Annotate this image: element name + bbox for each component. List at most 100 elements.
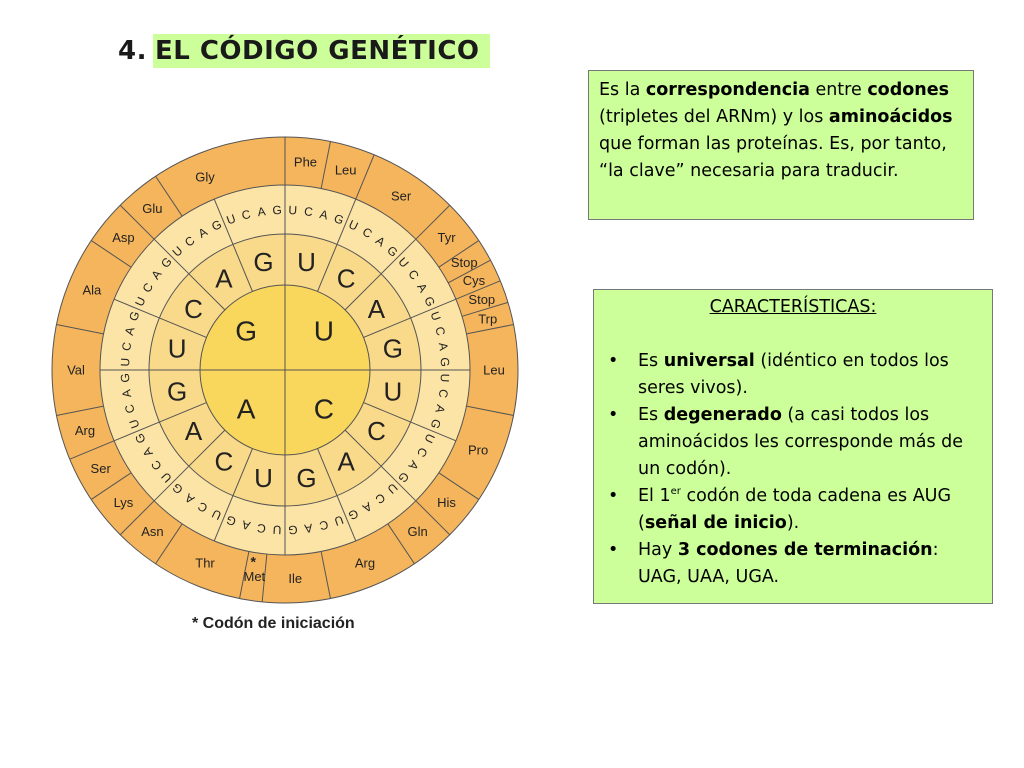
title-text: EL CÓDIGO GENÉTICO (152, 34, 490, 68)
wheel-amino-divider (69, 440, 115, 460)
second-base-letter: U (168, 334, 187, 364)
wheel-amino-divider (387, 523, 415, 565)
second-base-letter: U (383, 376, 402, 406)
wheel-second-base-divider (317, 448, 338, 496)
wheel-second-base-divider (317, 244, 338, 292)
amino-acid-label: Phe (294, 155, 317, 170)
wheel-third-base-divider (213, 495, 234, 542)
second-base-letter: C (184, 294, 203, 324)
wheel-amino-divider (119, 500, 155, 536)
start-codon-footnote: * Codón de iniciación (192, 615, 355, 632)
second-base-letter: A (185, 416, 203, 446)
wheel-amino-divider (461, 301, 509, 317)
third-base-letter: C (240, 207, 252, 223)
definition-bold-3: aminoácidos (828, 107, 953, 127)
third-base-letter: A (432, 403, 448, 414)
wheel-amino-divider (90, 240, 132, 268)
wheel-amino-divider (438, 472, 480, 500)
amino-acid-label: Arg (75, 423, 95, 438)
definition-bold-2: codones (867, 80, 950, 100)
third-base-letter: C (303, 204, 314, 219)
wheel-second-base-divider (344, 273, 382, 311)
wheel-third-base-divider (380, 465, 417, 502)
list-item: Es degenerado (a casi todos los aminoáci… (608, 402, 984, 483)
third-base-letter: A (122, 326, 138, 337)
amino-acid-label: Val (67, 363, 85, 378)
wheel-second-base-divider (344, 429, 382, 467)
amino-acid-label: Ser (91, 461, 112, 476)
wheel-amino-divider (320, 551, 331, 599)
wheel-amino-divider (438, 240, 480, 268)
characteristics-heading-text: CARACTERÍSTICAS (709, 297, 871, 317)
wheel-second-base-divider (232, 244, 253, 292)
amino-acid-label: Ala (83, 283, 103, 298)
amino-acid-label: Trp (478, 312, 497, 327)
second-base-letter: C (337, 264, 356, 294)
amino-acid-label: Stop (468, 292, 495, 307)
start-codon-marker: * (250, 553, 256, 569)
first-base-letter: A (237, 393, 256, 424)
wheel-amino-divider (415, 500, 451, 536)
wheel-third-base-divider (153, 465, 190, 502)
list-item: Es universal (idéntico en todos los sere… (608, 348, 984, 402)
amino-acid-label: Lys (114, 495, 134, 510)
third-base-letter: G (126, 309, 142, 323)
wheel-amino-divider (56, 324, 104, 335)
second-base-letter: G (167, 376, 187, 406)
wheel-second-base-divider (363, 317, 411, 338)
third-base-letter: G (288, 523, 298, 537)
item-bold: señal de inicio (644, 513, 787, 533)
title-number: 4. (118, 36, 147, 66)
third-base-letter: G (224, 512, 238, 528)
characteristics-heading: CARACTERÍSTICAS: (602, 294, 984, 321)
wheel-amino-divider (320, 141, 331, 189)
third-base-letter: U (438, 373, 452, 382)
item-bold: degenerado (663, 405, 782, 425)
second-base-letter: U (297, 247, 316, 277)
wheel-third-base-divider (336, 495, 357, 542)
amino-acid-label: Stop (451, 255, 478, 270)
amino-acid-label: Arg (355, 556, 375, 571)
wheel-second-base-divider (159, 402, 207, 423)
second-base-letter: G (296, 463, 316, 493)
amino-acid-label: Leu (335, 162, 357, 177)
wheel-third-base-divider (113, 298, 160, 319)
item-text: El 1 (638, 486, 671, 506)
list-item: Hay 3 codones de terminación: UAG, UAA, … (608, 537, 984, 591)
third-base-letter: A (241, 517, 252, 533)
second-base-letter: A (337, 446, 355, 476)
third-base-letter: G (272, 203, 282, 217)
wheel-amino-divider (119, 204, 155, 240)
wheel-amino-divider (466, 324, 514, 335)
third-base-letter: C (432, 325, 448, 337)
third-base-letter: U (288, 203, 297, 217)
wheel-amino-divider (155, 523, 183, 565)
wheel-amino-divider (90, 472, 132, 500)
amino-acid-label: Ser (391, 189, 412, 204)
item-text: codón de toda cadena es AUG ( (638, 486, 952, 533)
item-text: Hay (638, 540, 678, 560)
wheel-amino-divider (415, 204, 451, 240)
definition-bold-1: correspondencia (645, 80, 810, 100)
second-base-letter: G (253, 247, 273, 277)
wheel-second-base-divider (232, 448, 253, 496)
third-base-letter: C (318, 517, 330, 533)
third-base-letter: A (257, 204, 267, 219)
amino-acid-label: Tyr (438, 230, 457, 245)
amino-acid-label: Glu (142, 201, 162, 216)
wheel-third-base-divider (336, 198, 357, 245)
third-base-letter: G (332, 211, 346, 227)
wheel-third-base-divider (410, 298, 457, 319)
wheel-second-base-divider (363, 402, 411, 423)
amino-acid-label: Thr (195, 556, 215, 571)
amino-acid-label: Pro (468, 442, 488, 457)
wheel-third-base-divider (410, 421, 457, 442)
second-base-letter: G (383, 334, 403, 364)
third-base-letter: C (119, 341, 134, 352)
first-base-letter: C (314, 393, 334, 424)
second-base-letter: A (368, 294, 386, 324)
third-base-letter: G (118, 373, 132, 383)
amino-acid-label: Gln (407, 524, 427, 539)
wheel-amino-divider (447, 259, 491, 284)
